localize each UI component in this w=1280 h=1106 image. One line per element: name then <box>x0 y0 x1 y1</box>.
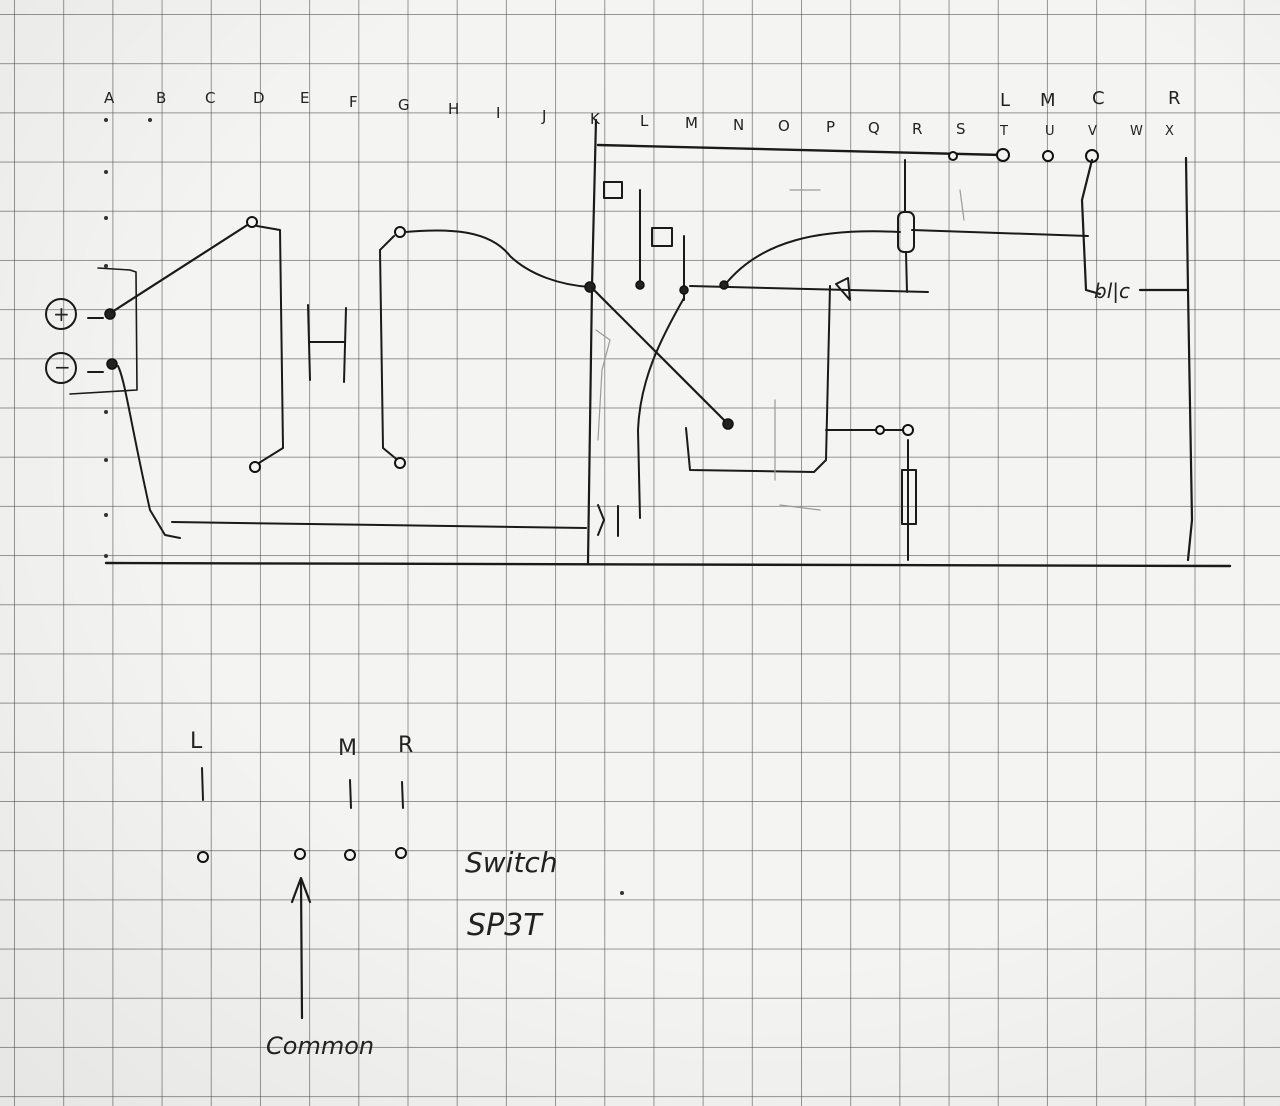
switch-diagram-label-m: M <box>338 736 357 761</box>
battery-terminals: + − <box>45 267 138 395</box>
column-label: H <box>448 100 459 118</box>
column-label: N <box>733 116 744 134</box>
common-label: Common <box>266 1032 374 1060</box>
switch-diagram-label-l: L <box>190 729 203 754</box>
column-label: I <box>496 104 500 122</box>
column-label: J <box>541 107 546 125</box>
plus-terminal-label: + <box>53 302 70 326</box>
column-label: M <box>685 114 698 132</box>
column-label: O <box>778 117 790 135</box>
column-label: E <box>300 89 309 107</box>
column-label: V <box>1088 124 1097 139</box>
left-wiring <box>110 216 591 539</box>
column-label: G <box>398 96 410 114</box>
switch-terminal-labels: L M C R <box>1000 88 1181 111</box>
column-label: F <box>349 93 358 111</box>
column-labels: A B C D E F G H I J K L M N O P Q R S T … <box>104 89 1174 139</box>
column-label: R <box>912 120 922 138</box>
column-label: B <box>156 89 166 107</box>
minus-terminal-label: − <box>54 355 71 379</box>
switch-pinout-diagram: L M R Common Switch SP3T <box>190 729 624 1060</box>
switch-label-l: L <box>1000 90 1010 111</box>
column-label: L <box>640 112 649 130</box>
column-label: U <box>1045 124 1055 139</box>
column-label: A <box>104 89 115 107</box>
svg-text:bl|c: bl|c <box>1094 279 1130 303</box>
switch-note-line2: SP3T <box>467 908 544 943</box>
switch-label-m: M <box>1040 90 1056 111</box>
column-label: C <box>205 89 215 107</box>
column-label: P <box>826 118 835 136</box>
main-circuit-frame: bl|c <box>104 118 1232 568</box>
column-label: X <box>1165 124 1174 139</box>
row-marker-dots <box>104 118 152 558</box>
column-label: S <box>956 120 966 138</box>
switch-label-r: R <box>1168 88 1181 109</box>
column-label: W <box>1130 124 1143 139</box>
column-label: D <box>253 89 265 107</box>
switch-note-line1: Switch <box>465 846 558 879</box>
column-label: T <box>999 124 1008 139</box>
switch-diagram-label-r: R <box>398 733 413 758</box>
column-label: Q <box>868 119 880 137</box>
column-label: K <box>590 110 601 128</box>
switch-label-c: C <box>1092 88 1105 109</box>
